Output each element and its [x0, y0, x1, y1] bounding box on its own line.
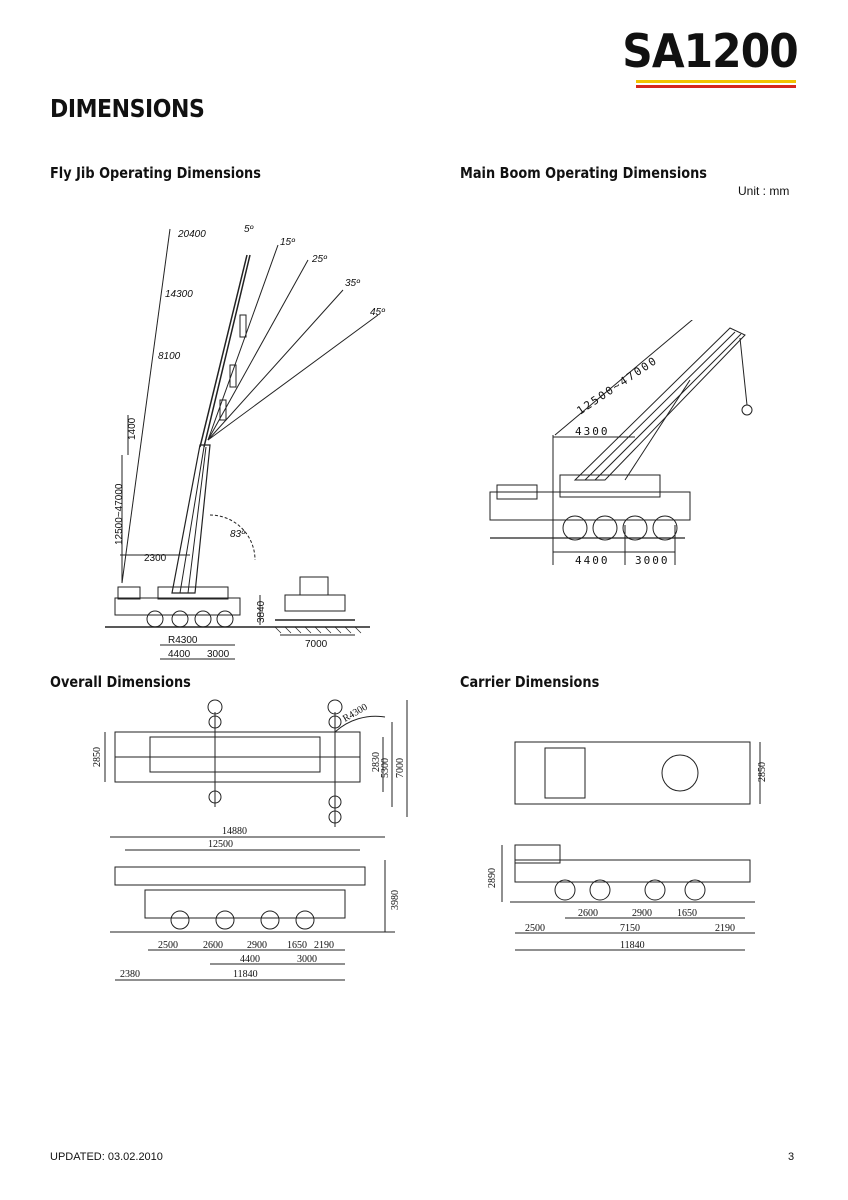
dim-top-7000: 7000 [395, 758, 406, 778]
dim-12500: 12500 [208, 839, 233, 850]
dim-carrier-7150: 7150 [620, 923, 640, 934]
dim-overall-4400: 4400 [240, 954, 260, 965]
dim-4400: 4400 [168, 649, 191, 660]
angle-5: 5º [244, 224, 255, 235]
dim-carrier-2600: 2600 [578, 908, 598, 919]
dim-3980: 3980 [390, 890, 401, 910]
overall-title: Overall Dimensions [50, 673, 191, 691]
dim-top-5300: 5300 [380, 758, 391, 778]
main-boom-drawing: 12500~47000 4300 4400 3000 [485, 320, 775, 575]
dim-3000: 3000 [207, 649, 230, 660]
angle-15: 15º [280, 237, 296, 248]
dim-carrier-2190: 2190 [715, 923, 735, 934]
dim-2380: 2380 [120, 969, 140, 980]
dim-overall-3000: 3000 [297, 954, 317, 965]
dim-top-2830: 2830 [371, 752, 382, 772]
main-boom-title: Main Boom Operating Dimensions [460, 164, 707, 182]
angle-35: 35º [345, 278, 361, 289]
angle-45: 45º [370, 307, 386, 318]
updated-date: UPDATED: 03.02.2010 [50, 1151, 163, 1163]
overall-drawing: 2850 R4300 2830 5300 7000 14880 12500 39… [90, 692, 420, 987]
dim-carrier-2890: 2890 [487, 868, 498, 888]
dim-boom-range: 12500~47000 [114, 483, 125, 545]
model-title: SA1200 [622, 24, 798, 78]
fly-jib-drawing: 20400 14300 8100 1400 12500~47000 2300 3… [100, 215, 400, 665]
dim-1400: 1400 [127, 417, 138, 440]
dim-axle-2600: 2600 [203, 940, 223, 951]
dim-axle-1650: 1650 [287, 940, 307, 951]
dim-axle-2900: 2900 [247, 940, 267, 951]
angle-83: 83º [230, 529, 246, 540]
dim-2300: 2300 [144, 553, 167, 564]
dim-top-r4300: R4300 [341, 702, 370, 725]
dim-20400: 20400 [177, 229, 206, 240]
dim-axle-2500: 2500 [158, 940, 178, 951]
dim-carrier-1650: 1650 [677, 908, 697, 919]
dim-top-2850: 2850 [92, 747, 103, 767]
dim-7000: 7000 [305, 639, 328, 650]
dim-carrier-11840: 11840 [620, 940, 645, 951]
fly-jib-title: Fly Jib Operating Dimensions [50, 164, 261, 182]
carrier-drawing: 2850 2890 2600 2900 1650 2500 7150 2190 … [480, 730, 780, 960]
dim-14880: 14880 [222, 826, 247, 837]
dim-axle-2190: 2190 [314, 940, 334, 951]
dim-3840: 3840 [256, 600, 267, 623]
carrier-title: Carrier Dimensions [460, 673, 600, 691]
dim-4300: 4300 [575, 425, 610, 438]
dim-carrier-2900: 2900 [632, 908, 652, 919]
unit-label: Unit : mm [738, 184, 790, 198]
angle-25: 25º [311, 254, 328, 265]
dim-overall-11840: 11840 [233, 969, 258, 980]
dim-carrier-2500: 2500 [525, 923, 545, 934]
red-stripe [636, 85, 796, 88]
dim-base-4400: 4400 [575, 554, 610, 567]
page-heading: DIMENSIONS [50, 94, 205, 123]
dim-r4300: R4300 [168, 635, 198, 646]
dim-boom-length: 12500~47000 [574, 354, 660, 418]
dim-8100: 8100 [158, 351, 181, 362]
page-number: 3 [788, 1151, 795, 1163]
yellow-stripe [636, 80, 796, 83]
dim-carrier-2850: 2850 [757, 762, 768, 782]
dim-base-3000: 3000 [635, 554, 670, 567]
dim-14300: 14300 [165, 289, 193, 300]
